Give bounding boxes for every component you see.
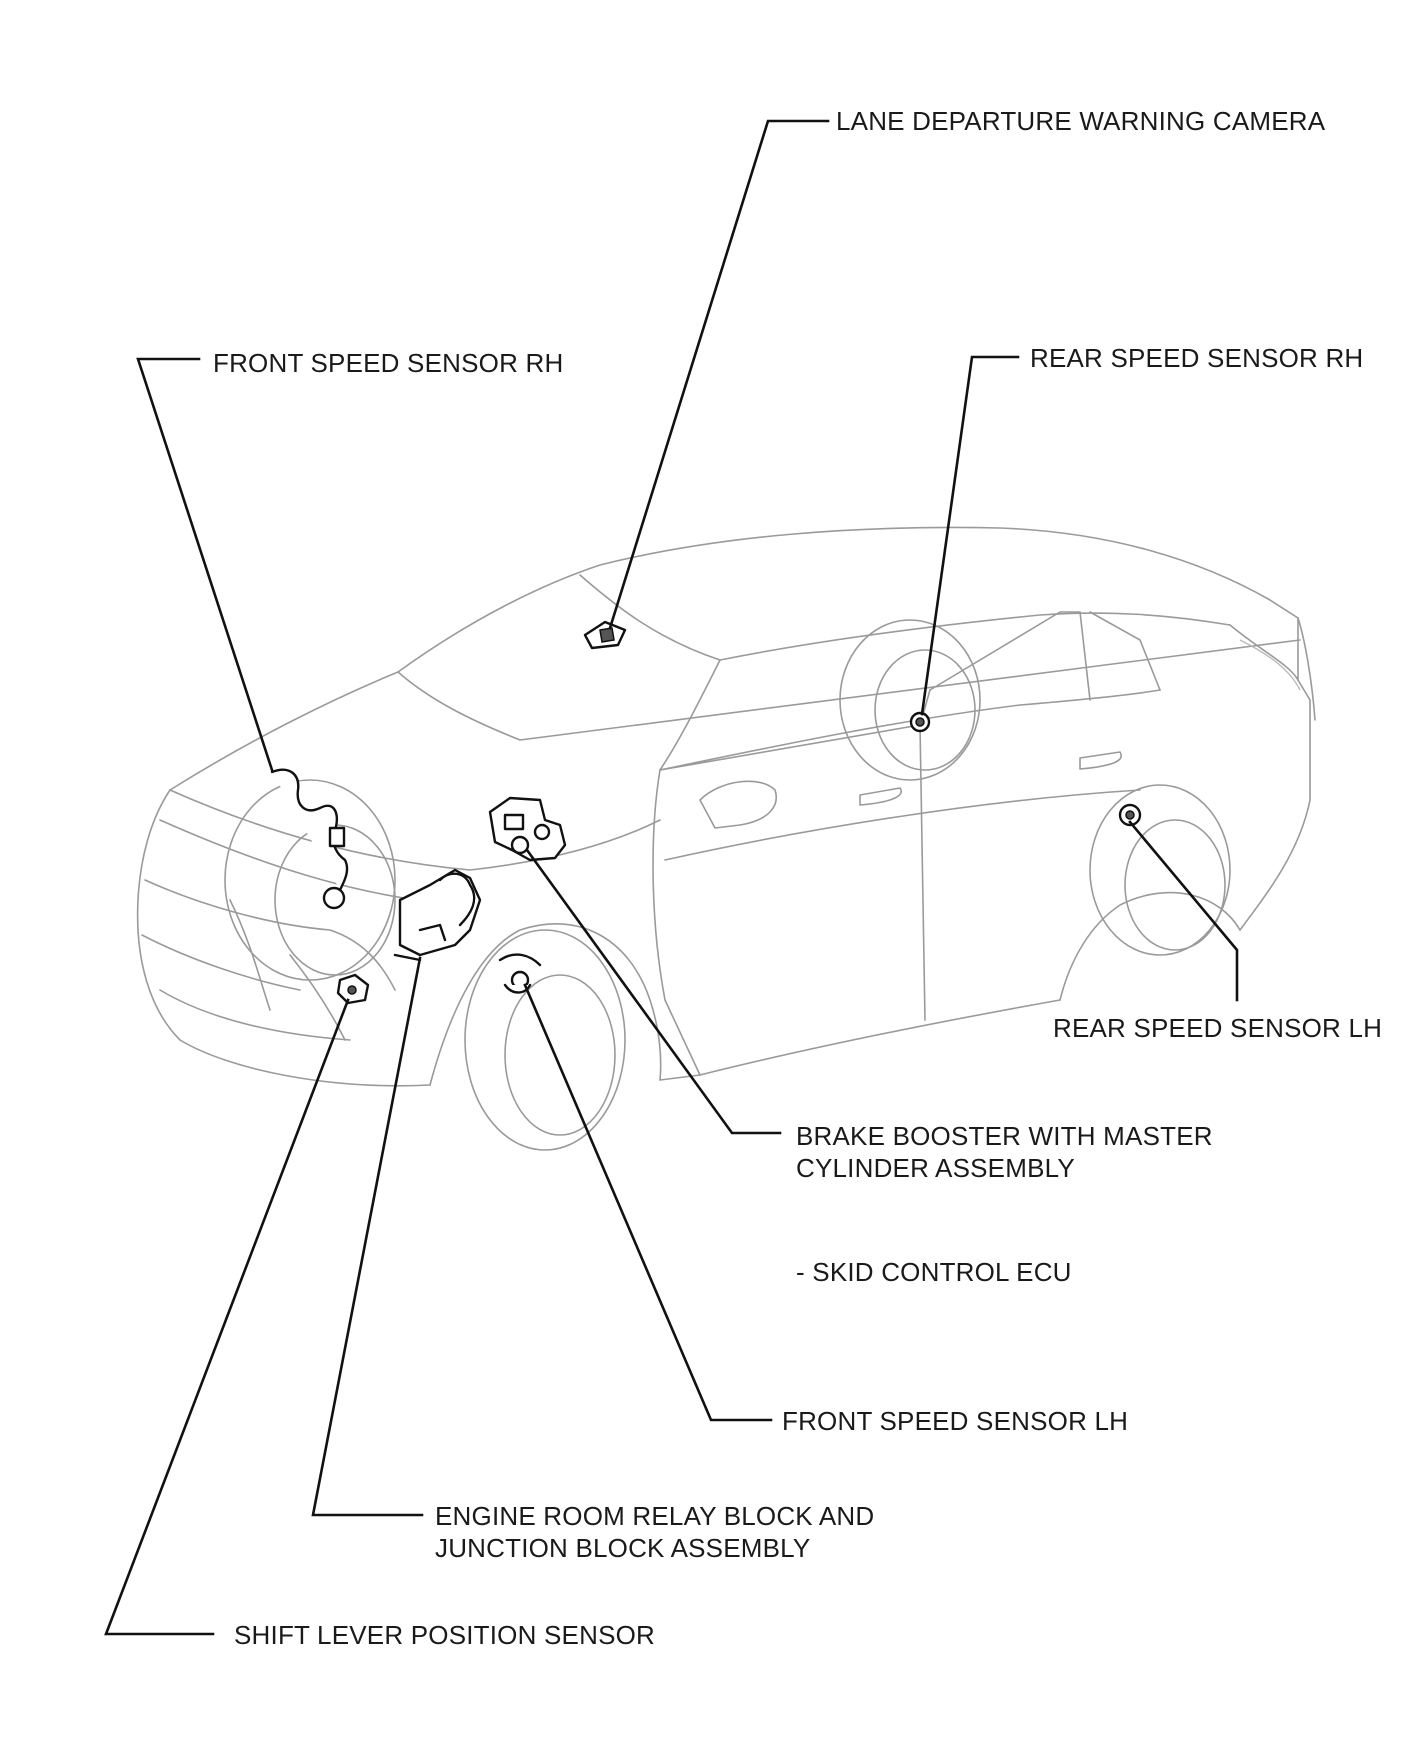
rear-speed-sensor-rh-part <box>909 711 931 733</box>
leader-front-speed-sensor-lh <box>523 983 773 1422</box>
label-rear-speed-sensor-rh: REAR SPEED SENSOR RH <box>1030 343 1364 373</box>
label-skid-control-ecu: - SKID CONTROL ECU <box>796 1257 1072 1287</box>
label-front-speed-sensor-lh: FRONT SPEED SENSOR LH <box>782 1406 1129 1436</box>
label-engine-room-relay-line-1: ENGINE ROOM RELAY BLOCK AND <box>435 1501 875 1531</box>
brake-booster-part <box>488 796 567 862</box>
engine-room-relay-block-part <box>393 868 482 962</box>
label-brake-booster: BRAKE BOOSTER WITH MASTER CYLINDER ASSEM… <box>796 1120 1213 1184</box>
car-body-outline <box>136 526 1316 1151</box>
leader-engine-room-relay <box>311 956 424 1517</box>
front-speed-sensor-lh-part <box>498 953 542 994</box>
shift-lever-position-sensor-part <box>336 973 370 1005</box>
label-engine-room-relay: ENGINE ROOM RELAY BLOCK AND JUNCTION BLO… <box>435 1500 874 1564</box>
leader-lane-departure-camera <box>608 119 830 630</box>
lane-departure-camera-part <box>583 620 627 650</box>
leader-brake-booster <box>525 848 782 1135</box>
front-speed-sensor-rh-part <box>270 768 349 910</box>
label-brake-booster-line-1: BRAKE BOOSTER WITH MASTER <box>796 1121 1213 1151</box>
label-brake-booster-line-2: CYLINDER ASSEMBLY <box>796 1153 1075 1183</box>
leader-rear-speed-sensor-lh <box>1128 820 1239 1002</box>
rear-speed-sensor-lh-part <box>1118 803 1142 827</box>
label-engine-room-relay-line-2: JUNCTION BLOCK ASSEMBLY <box>435 1533 811 1563</box>
leader-front-speed-sensor-rh <box>136 357 274 772</box>
leader-shift-lever-sensor <box>104 998 350 1636</box>
label-shift-lever-sensor: SHIFT LEVER POSITION SENSOR <box>234 1620 656 1650</box>
label-front-speed-sensor-rh: FRONT SPEED SENSOR RH <box>213 348 564 378</box>
leader-rear-speed-sensor-rh <box>920 355 1020 716</box>
label-rear-speed-sensor-lh: REAR SPEED SENSOR LH <box>1053 1013 1383 1043</box>
leader-lines <box>104 119 1239 1636</box>
label-lane-departure-camera: LANE DEPARTURE WARNING CAMERA <box>836 106 1326 136</box>
